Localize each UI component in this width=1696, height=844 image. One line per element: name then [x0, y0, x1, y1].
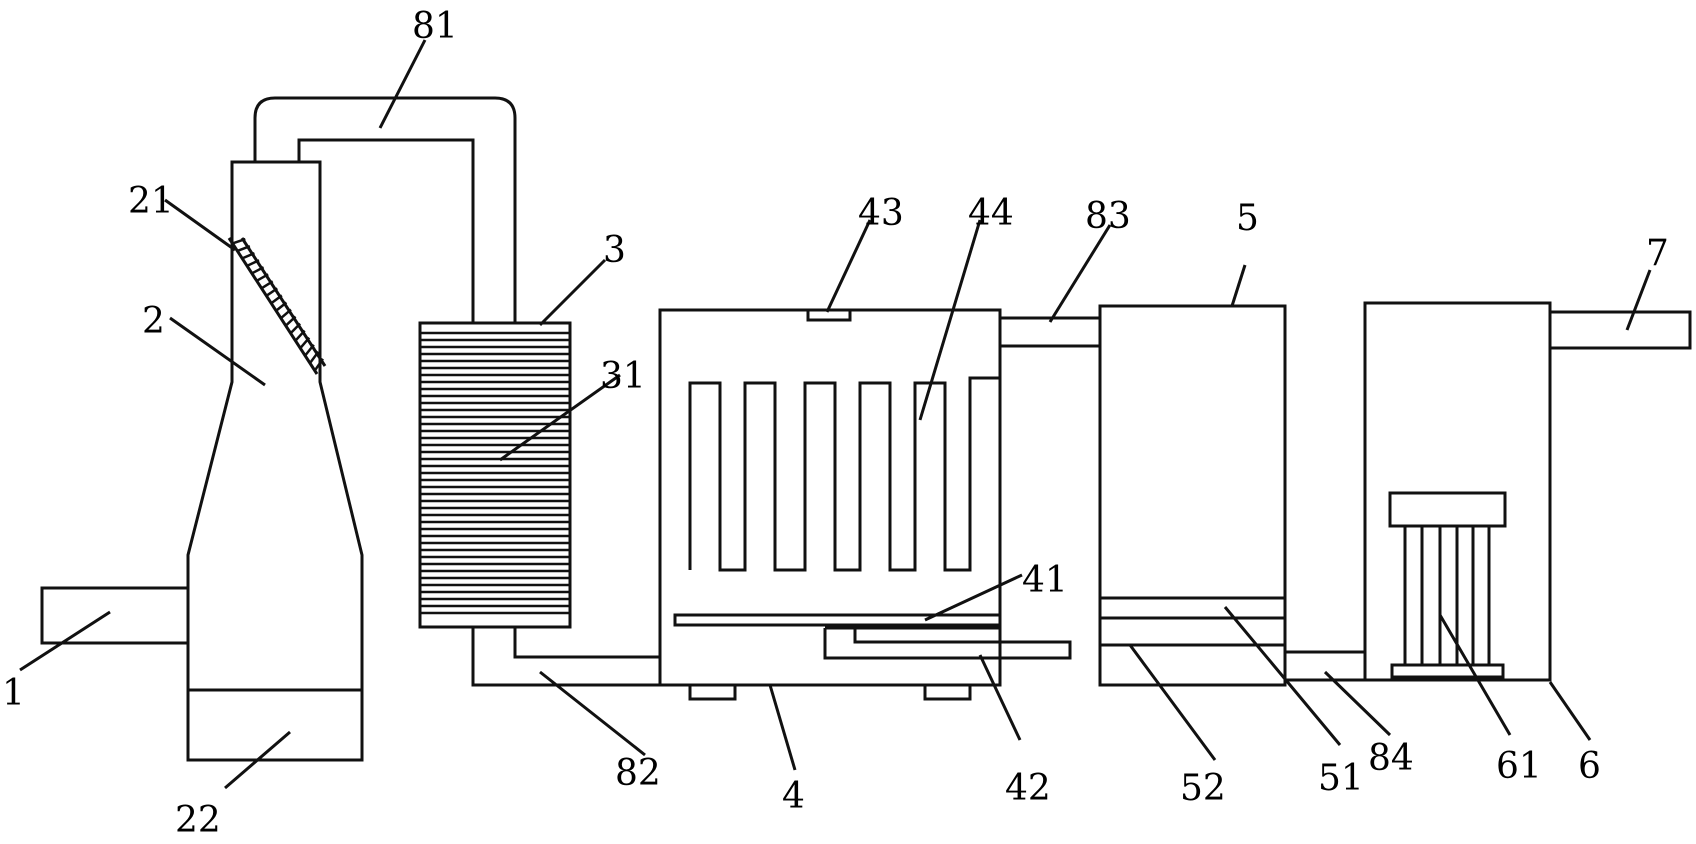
grate-hatch-line: [280, 308, 292, 320]
label-82: 82: [615, 753, 661, 794]
grate-hatch-line: [260, 280, 274, 290]
grate-hatch-line: [275, 301, 288, 312]
grate-hatch-line: [299, 336, 311, 349]
label-31: 31: [600, 356, 646, 397]
label-22: 22: [175, 800, 221, 841]
label-7: 7: [1646, 233, 1669, 274]
heat-exchanger: [418, 321, 572, 629]
pipe-81: [253, 96, 517, 323]
label-2: 2: [142, 301, 165, 342]
label-61: 61: [1496, 746, 1542, 787]
grate-hatch-line: [294, 329, 306, 342]
grate-hatch-line: [251, 266, 265, 275]
grate-hatch-line: [246, 259, 260, 268]
label-41: 41: [1022, 560, 1068, 601]
label-5: 5: [1236, 198, 1259, 239]
pipe-82: [471, 627, 660, 687]
label-42: 42: [1005, 768, 1051, 809]
label-52: 52: [1180, 768, 1226, 809]
grate-hatch-line: [270, 294, 283, 305]
label-81: 81: [412, 6, 458, 47]
grate-hatch-line: [313, 358, 324, 372]
label-83: 83: [1085, 196, 1131, 237]
ash-box: [186, 688, 364, 762]
label-4: 4: [782, 776, 805, 817]
grate-hatch-line: [284, 315, 297, 327]
outlet-7: [1550, 310, 1692, 350]
grate-hatch-line: [304, 343, 315, 357]
grate-hatch-line: [308, 351, 320, 364]
label-1: 1: [2, 673, 25, 714]
pipe-83: [1000, 316, 1100, 348]
label-44: 44: [968, 193, 1014, 234]
label-3: 3: [603, 230, 626, 271]
tank-5: [1098, 304, 1287, 687]
label-51: 51: [1318, 758, 1364, 799]
tank-6: [1363, 301, 1552, 682]
inclined-grate: [227, 237, 327, 375]
leader-lines: [19, 39, 1652, 790]
grate-hatch-line: [289, 322, 301, 335]
grate-hatch-line: [256, 273, 269, 282]
furnace-body: [40, 160, 364, 692]
grate-hatch-line: [236, 244, 251, 253]
label-43: 43: [858, 193, 904, 234]
label-84: 84: [1368, 738, 1414, 779]
grate-hatch-line: [232, 237, 246, 245]
tank-4: [658, 308, 1072, 701]
grate-hatch-line: [265, 287, 278, 297]
pipe-84: [1285, 650, 1367, 682]
label-6: 6: [1578, 746, 1601, 787]
label-21: 21: [128, 181, 174, 222]
grate-hatch-line: [241, 252, 255, 260]
